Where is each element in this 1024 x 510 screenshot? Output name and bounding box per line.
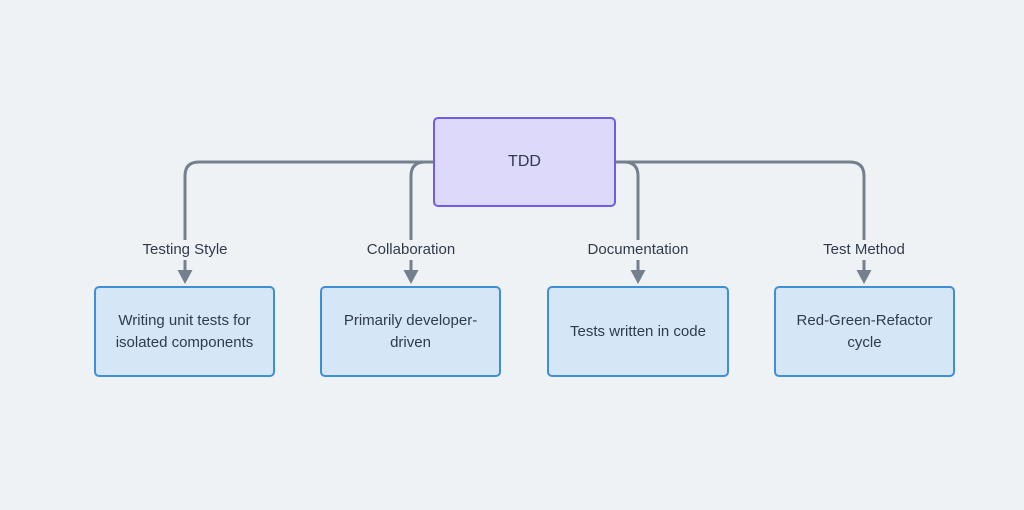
edge-label-documentation: Documentation <box>582 240 694 260</box>
edge-collaboration <box>409 160 433 271</box>
arrowhead-documentation <box>630 270 646 284</box>
arrowhead-test-method <box>856 270 872 284</box>
edge-label-testing-style: Testing Style <box>137 240 233 260</box>
edge-testing-style <box>183 160 433 271</box>
root-node-tdd: TDD <box>433 117 616 207</box>
leaf-node-testing-style: Writing unit tests for isolated componen… <box>94 286 275 377</box>
leaf-node-test-method: Red-Green-Refactor cycle <box>774 286 955 377</box>
leaf-node-collaboration: Primarily developer-driven <box>320 286 501 377</box>
edge-label-collaboration: Collaboration <box>361 240 461 260</box>
leaf-node-documentation: Tests written in code <box>547 286 729 377</box>
arrowhead-collaboration <box>403 270 419 284</box>
arrowhead-testing-style <box>177 270 193 284</box>
edge-label-test-method: Test Method <box>818 240 910 260</box>
edge-test-method <box>616 160 866 271</box>
